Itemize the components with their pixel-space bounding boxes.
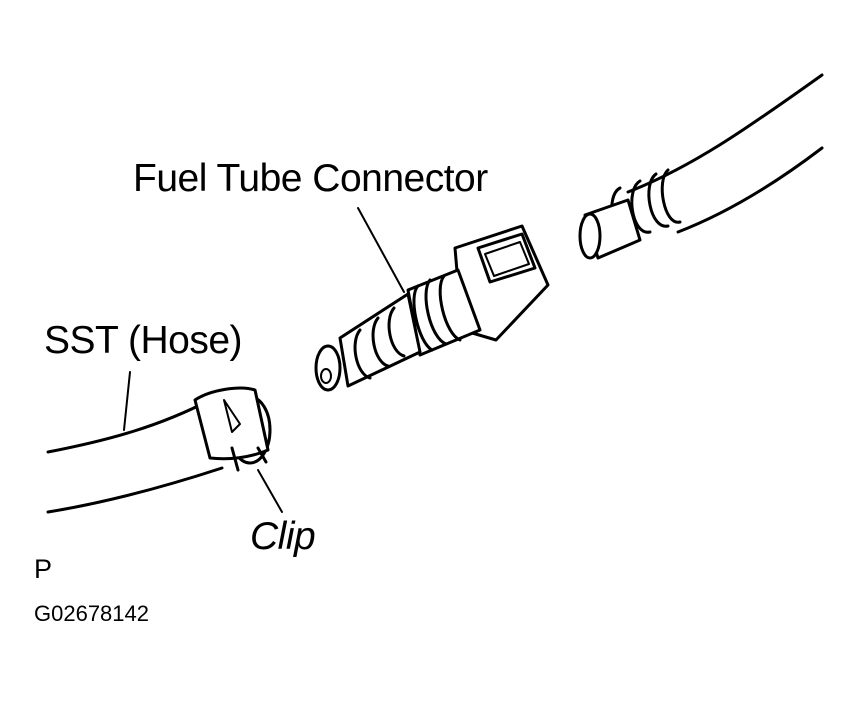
leader-lines [123, 207, 405, 513]
fuel-tube-connector-label: Fuel Tube Connector [133, 157, 488, 200]
figure-code: G02678142 [34, 601, 149, 626]
leader-fuel-tube-connector [357, 207, 405, 293]
fuel-tube [578, 73, 824, 260]
sst-hose-label: SST (Hose) [44, 319, 243, 362]
leader-sst-hose [123, 371, 131, 431]
clip-label: Clip [250, 515, 316, 558]
clip [193, 386, 270, 472]
leader-clip [257, 469, 283, 513]
view-marker: P [34, 554, 53, 584]
fuel-tube-connector [314, 224, 550, 392]
